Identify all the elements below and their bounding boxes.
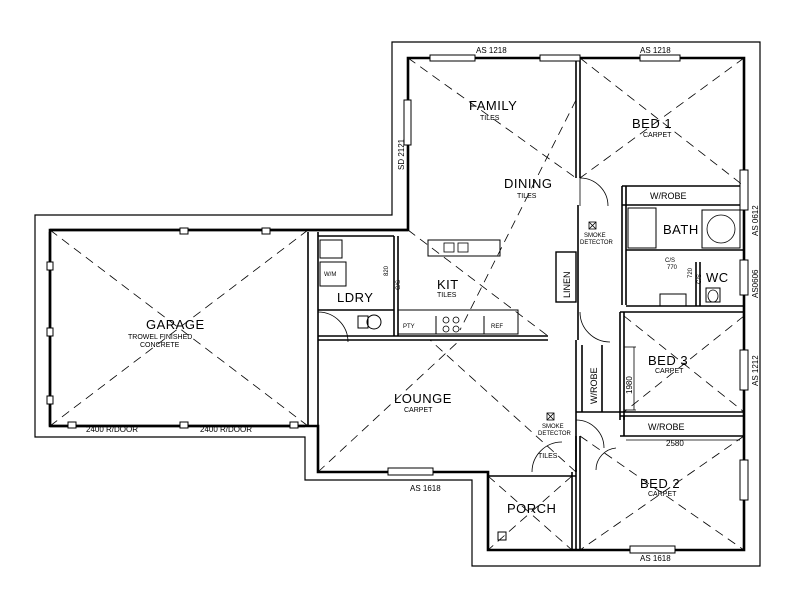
door-swings <box>317 177 617 473</box>
pty-label: PTY <box>403 324 415 330</box>
wrobe-top-label: W/ROBE <box>650 191 687 201</box>
dimension-guides <box>624 346 740 441</box>
dim-as-1218-left: AS 1218 <box>476 46 507 55</box>
family-floor-label: TILES <box>480 115 500 122</box>
garage-walls <box>46 227 408 472</box>
bed1-floor-label: CARPET <box>643 132 672 139</box>
smoke-detector-markers <box>546 221 597 421</box>
room-diagonals <box>49 57 745 551</box>
ref-label: REF <box>491 324 503 330</box>
smoke-detector-2-line-1: SMOKE <box>542 424 564 430</box>
cs-ldry-number: 820 <box>384 265 390 276</box>
porch-label: PORCH <box>507 501 556 516</box>
dim-as-0612: AS 0612 <box>751 205 760 236</box>
dim-garage-door-right: 2400 R/DOOR <box>200 425 252 434</box>
dim-as-1212: AS 1212 <box>751 355 760 386</box>
fixture-labels: W/ROBE W/ROBE W/ROBE LINEN W/M PTY REF S… <box>324 191 703 437</box>
wm-label: W/M <box>324 272 336 278</box>
cs-wc-label: C/S <box>697 274 703 284</box>
kit-label: KIT <box>437 277 459 292</box>
room-labels: FAMILY TILES DINING TILES BED 1 CARPET B… <box>128 98 729 516</box>
wc-label: WC <box>706 270 729 285</box>
cs-wc-number: 720 <box>688 267 694 278</box>
bed3-floor-label: CARPET <box>655 368 684 375</box>
bath-label: BATH <box>663 222 699 237</box>
smoke-detector-2-line-2: DETECTOR <box>538 431 572 437</box>
lounge-floor-label: CARPET <box>404 407 433 414</box>
dimension-labels: AS 1218 AS 1218 SD 2121 AS 0612 AS0606 A… <box>86 46 760 563</box>
smoke-detector-1-line-2: DETECTOR <box>580 240 614 246</box>
dim-garage-door-left: 2400 R/DOOR <box>86 425 138 434</box>
garage-floor-label-2: CONCRETE <box>140 342 180 349</box>
bed3-label: BED 3 <box>648 353 688 368</box>
kit-floor-label: TILES <box>437 292 457 299</box>
bed2-floor-label: CARPET <box>648 491 677 498</box>
bed2-label: BED 2 <box>640 476 680 491</box>
linen-label: LINEN <box>562 271 572 298</box>
porch-post <box>497 531 507 541</box>
cs-ldry-label: C/S <box>396 280 402 290</box>
wrobe-mid-label: W/ROBE <box>648 422 685 432</box>
dim-sd-2121: SD 2121 <box>397 138 406 170</box>
ldry-label: LDRY <box>337 290 373 305</box>
bed1-label: BED 1 <box>632 116 672 131</box>
family-label: FAMILY <box>469 98 517 113</box>
dim-2580: 2580 <box>666 439 684 448</box>
garage-floor-label-1: TROWEL FINISHED <box>128 334 192 341</box>
dim-as-1218-right: AS 1218 <box>640 46 671 55</box>
entry-floor-label: TILES <box>538 453 558 460</box>
dining-label: DINING <box>504 176 553 191</box>
smoke-detector-1-line-1: SMOKE <box>584 233 606 239</box>
dim-1980: 1980 <box>625 376 634 394</box>
cs-bath-number: 770 <box>667 265 678 271</box>
dim-as-0606: AS0606 <box>751 269 760 298</box>
garage-label: GARAGE <box>146 317 205 332</box>
wrobe-vert-label: W/ROBE <box>589 367 599 404</box>
dining-floor-label: TILES <box>517 193 537 200</box>
internal-walls <box>318 54 749 554</box>
cs-bath-label: C/S <box>665 258 675 264</box>
dim-as-1618-lounge: AS 1618 <box>410 484 441 493</box>
dim-as-1618-bed2: AS 1618 <box>640 554 671 563</box>
lounge-label: LOUNGE <box>394 391 452 406</box>
